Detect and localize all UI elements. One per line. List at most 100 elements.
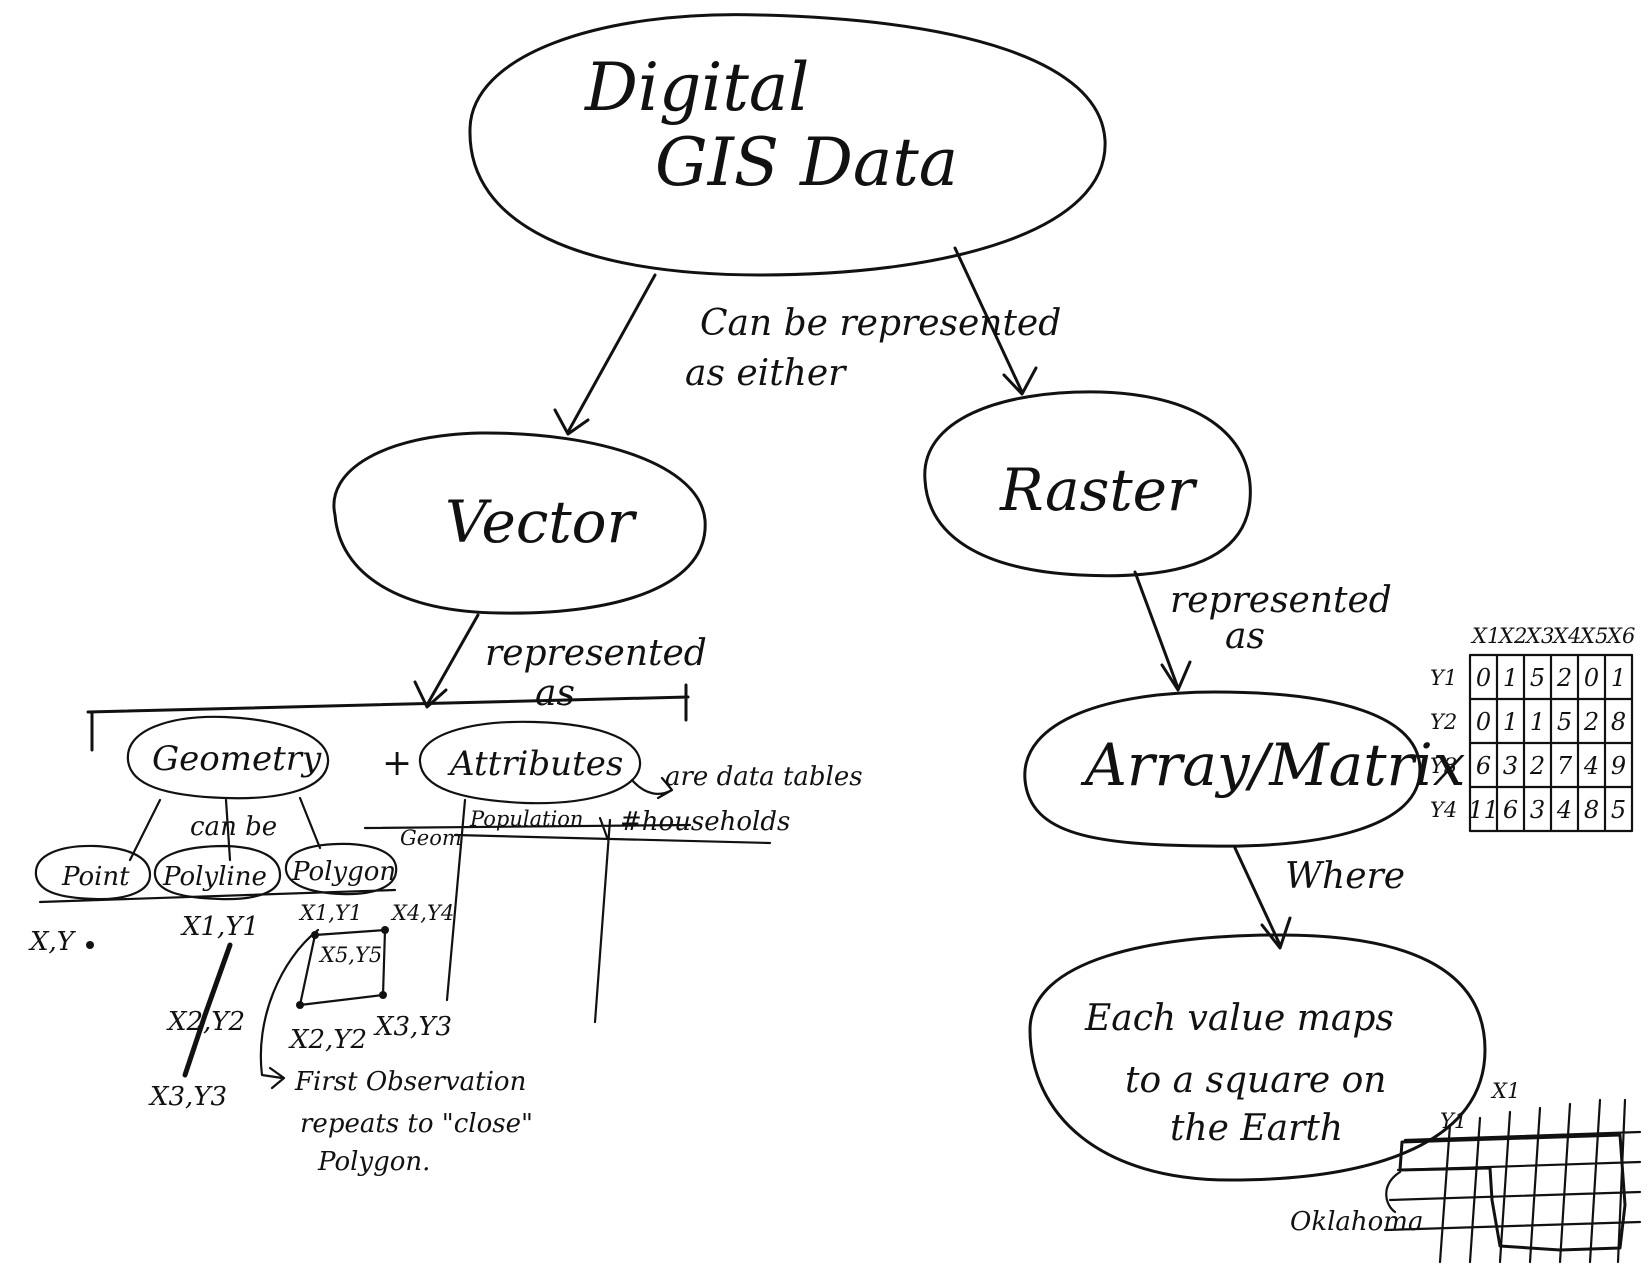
vector-label: Vector [445, 488, 638, 556]
matrix-cell: 1 [1503, 708, 1518, 736]
each-value-line1: Each value maps [1084, 998, 1394, 1039]
polygon-note-line1: First Observation [294, 1067, 526, 1097]
polyline-label: Polyline [162, 862, 267, 892]
map-grid-sketch: X1 Y1 Oklahoma [1290, 1079, 1642, 1264]
matrix-cell: 1 [1611, 664, 1626, 692]
polygon-vertex [381, 926, 389, 934]
matrix-label: Array/Matrix [1080, 731, 1465, 799]
polyline-shape [182, 942, 233, 1078]
each-value-line3: the Earth [1170, 1108, 1343, 1149]
matrix-col-header: X2 [1497, 624, 1527, 648]
polygon-coord-5: X5,Y5 [318, 943, 382, 967]
matrix-col-header: X4 [1551, 624, 1581, 648]
each-value-node-ellipse [1028, 933, 1487, 1182]
oklahoma-outline [1398, 1133, 1627, 1252]
matrix-cell: 11 [1468, 796, 1499, 824]
matrix-edge-label: Where [1285, 856, 1405, 897]
polygon-note-line2: repeats to "close" [300, 1109, 533, 1139]
matrix-grid-lines [1468, 653, 1634, 833]
geometry-node-ellipse [126, 715, 330, 800]
matrix-row-header: Y4 [1430, 798, 1457, 822]
matrix-cell: 5 [1557, 708, 1572, 736]
matrix-cell: 6 [1503, 796, 1518, 824]
attributes-note-arrow [630, 776, 674, 800]
polygon-vertex [296, 1001, 304, 1009]
matrix-cell: 9 [1611, 752, 1626, 780]
matrix-cell: 5 [1611, 796, 1626, 824]
matrix-cell: 0 [1476, 664, 1491, 692]
each-value-line2: to a square on [1125, 1060, 1386, 1101]
matrix-cell: 4 [1556, 796, 1572, 824]
attributes-label: Attributes [447, 744, 623, 784]
map-y-label: Y1 [1440, 1109, 1467, 1133]
geometry-branches [128, 796, 322, 862]
split-bar [86, 683, 690, 752]
matrix-cell: 2 [1583, 708, 1599, 736]
vector-node-ellipse [332, 431, 707, 615]
map-x-label: X1 [1490, 1079, 1520, 1103]
point-coords: X,Y [28, 927, 77, 957]
raster-to-matrix-arrow [1133, 570, 1192, 692]
polygon-note-line3: Polygon. [317, 1147, 430, 1177]
matrix-cell: 8 [1611, 708, 1626, 736]
point-node-ellipse [34, 844, 152, 901]
oklahoma-pointer [1385, 1170, 1402, 1214]
raster-edge-label-line2: as [1225, 616, 1265, 657]
polygon-vertex [379, 991, 387, 999]
root-label-line2: GIS Data [655, 124, 958, 201]
matrix-cell: 2 [1529, 752, 1545, 780]
root-node-ellipse [468, 13, 1107, 277]
root-to-raster-arrow [953, 246, 1038, 396]
matrix-cell: 2 [1556, 664, 1572, 692]
matrix-cell: 1 [1530, 708, 1545, 736]
matrix-cell: 3 [1503, 752, 1518, 780]
raster-node-ellipse [923, 390, 1252, 578]
polygon-shape [298, 928, 387, 1007]
root-to-vector-arrow [553, 273, 657, 436]
matrix-cell: 6 [1476, 752, 1491, 780]
matrix-col-header: X5 [1578, 624, 1608, 648]
matrix-cell: 0 [1476, 708, 1491, 736]
geom-column-label: Geom [400, 826, 462, 850]
matrix-row-header: Y3 [1430, 754, 1457, 778]
polygon-coord-1: X1,Y1 [298, 901, 362, 925]
matrix-col-header: X1 [1470, 624, 1500, 648]
point-label: Point [61, 862, 130, 892]
matrix-row-header: Y1 [1430, 666, 1457, 690]
polygon-label: Polygon [291, 857, 396, 887]
matrix-cell: 3 [1530, 796, 1545, 824]
vector-to-split-arrow [413, 613, 480, 709]
matrix-row-header: Y2 [1430, 710, 1457, 734]
attribute-column-households: #households [620, 807, 790, 837]
attributes-note: are data tables [665, 762, 863, 792]
polygon-note-arrow [259, 928, 320, 1090]
root-edge-label-line1: Can be represented [700, 303, 1061, 344]
matrix-col-header: X3 [1524, 624, 1554, 648]
matrix-col-header: X6 [1605, 624, 1635, 648]
polyline-coord-3: X3,Y3 [148, 1082, 227, 1112]
geometry-label: Geometry [152, 739, 322, 779]
point-dot [86, 941, 94, 949]
map-state-label: Oklahoma [1290, 1207, 1423, 1237]
polygon-coord-2: X2,Y2 [288, 1025, 367, 1055]
root-edge-label-line2: as either [685, 353, 847, 394]
raster-edge-label-line1: represented [1170, 580, 1392, 621]
polygon-coord-4: X4,Y4 [390, 901, 454, 925]
matrix-cell: 1 [1503, 664, 1518, 692]
polygon-coord-3: X3,Y3 [373, 1012, 452, 1042]
matrix-cell: 8 [1584, 796, 1599, 824]
map-grid-lines [1383, 1098, 1642, 1264]
vector-edge-label-line1: represented [485, 633, 707, 674]
matrix-node-ellipse [1023, 690, 1422, 848]
attribute-table-lines [363, 798, 772, 1024]
matrix-cell: 4 [1583, 752, 1599, 780]
matrix-cell: 5 [1530, 664, 1545, 692]
attributes-node-ellipse [418, 720, 642, 805]
polyline-coord-1: X1,Y1 [180, 912, 259, 942]
geometry-edge-label: can be [190, 812, 277, 842]
matrix-cell: 7 [1557, 752, 1573, 780]
vector-edge-label-line2: as [535, 673, 575, 714]
geometry-types-underline [38, 888, 397, 904]
